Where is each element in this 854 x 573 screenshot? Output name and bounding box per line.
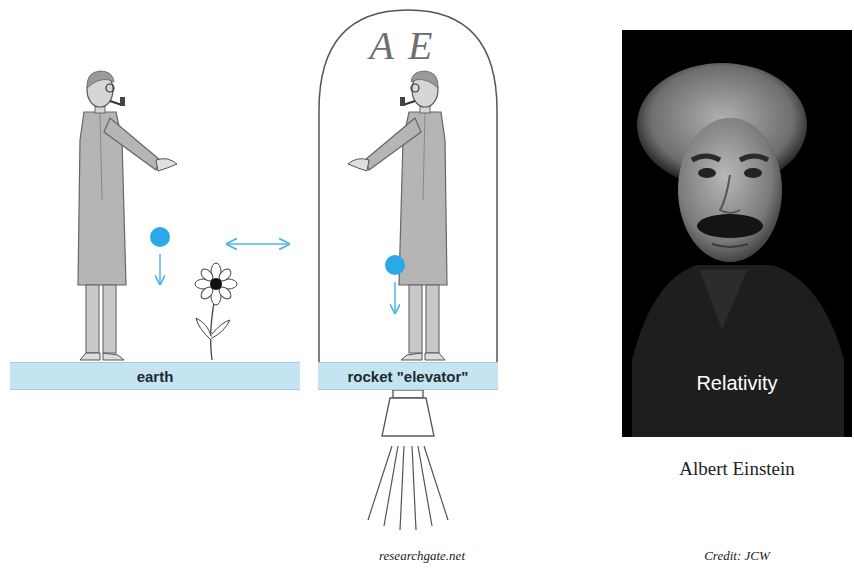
band-label: earth xyxy=(137,368,174,385)
floor-band: rocket "elevator" xyxy=(318,362,498,390)
equivalence-arrow xyxy=(228,243,288,245)
source-credit: researchgate.net xyxy=(272,548,572,564)
falling-ball xyxy=(385,255,405,275)
band-text-row: rocket "elevator" xyxy=(318,363,498,389)
flower xyxy=(195,263,237,360)
portrait-title: Relativity xyxy=(622,372,852,395)
rocket-exhaust xyxy=(368,446,448,530)
rocket-dome: AE rocket "elevator" xyxy=(318,8,498,390)
band-text-row: earth xyxy=(10,363,300,389)
fall-arrow xyxy=(394,282,396,312)
band-label: rocket "elevator" xyxy=(348,368,469,385)
figure-caption: Albert Einstein xyxy=(622,458,852,480)
rocket-engine xyxy=(382,390,434,436)
source-credit: Credit: JCW xyxy=(587,548,854,564)
falling-ball xyxy=(150,227,170,247)
portrait-panel: Relativity xyxy=(622,30,852,437)
ground-band: earth xyxy=(10,362,300,390)
fall-arrow xyxy=(159,254,161,283)
earth-scientist xyxy=(78,71,177,360)
rocket-scientist xyxy=(348,71,447,360)
dome-lettering: AE xyxy=(318,22,498,69)
